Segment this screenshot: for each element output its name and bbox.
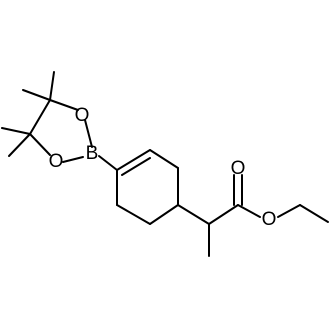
bond-methyl-top-1 <box>22 89 51 101</box>
bond-ring-ch <box>177 204 210 225</box>
bond-cc-pinacol <box>29 99 51 135</box>
atom-o-ring-lower: O <box>49 151 64 172</box>
atom-o-carbonyl: O <box>231 158 246 179</box>
bond-c-o-upper <box>49 99 79 111</box>
bond-ch-carbonyl <box>208 204 239 225</box>
bonds <box>1 71 329 257</box>
bond-methyl-left-2 <box>8 133 31 157</box>
atom-labels: O O B O O <box>49 105 277 230</box>
bond-c-o-ester <box>237 204 261 218</box>
atom-o-ring-upper: O <box>75 105 90 126</box>
bond-o-b-lower <box>62 156 84 163</box>
atom-o-ester: O <box>262 209 277 230</box>
bond-ring-double <box>121 157 151 176</box>
atom-boron: B <box>86 143 99 164</box>
bond-methyl-top-2 <box>49 71 55 101</box>
bond-c-o-lower <box>29 133 51 156</box>
bond-b-c <box>98 155 118 171</box>
bond-ring-2 <box>149 149 179 169</box>
bond-ring-4 <box>149 204 179 225</box>
bond-ch2-ch3 <box>299 204 329 223</box>
bond-ring-1 <box>116 149 151 171</box>
bond-ring-5 <box>116 204 151 225</box>
bond-o-b-upper <box>84 119 93 148</box>
bond-methyl-left-1 <box>1 127 31 135</box>
bond-o-ch2 <box>277 204 301 218</box>
